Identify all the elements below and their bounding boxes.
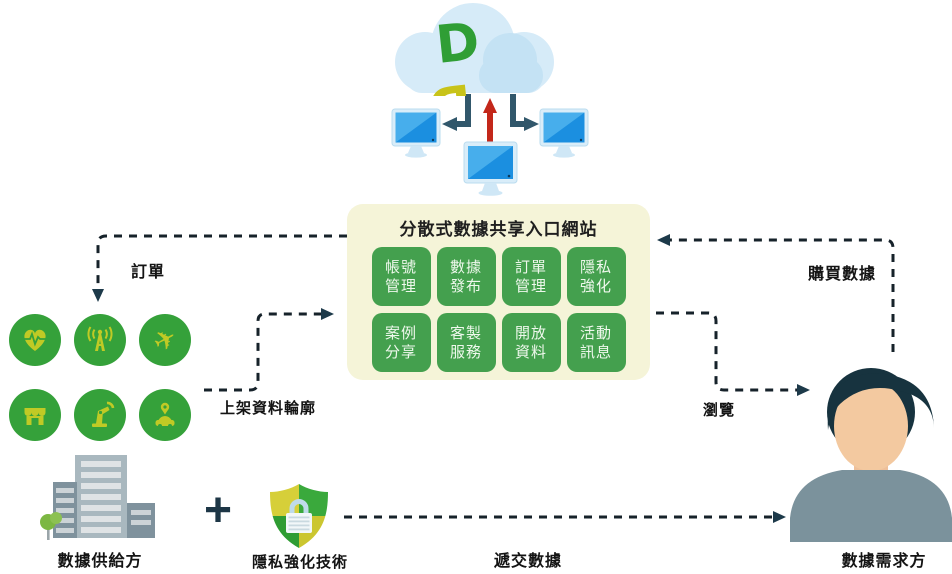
- tree-icon: [40, 512, 62, 540]
- privacy-shield-lock-icon: [270, 484, 328, 548]
- sector-manufacturing: [74, 389, 126, 441]
- label-purchase-data: 購買數據: [807, 266, 877, 283]
- label-data-provider: 數據供給方: [57, 553, 143, 570]
- label-submit-data: 遞交數據: [493, 553, 563, 570]
- tile-data-publishing: 數據 發布: [436, 247, 496, 306]
- svg-text:D: D: [425, 71, 474, 96]
- tile-open-data: 開放 資料: [501, 313, 561, 372]
- arrow-browse-portal-to-consumer: [656, 311, 810, 396]
- tile-activity-news: 活動 訊息: [566, 313, 626, 372]
- label-data-consumer: 數據需求方: [841, 553, 927, 570]
- label-listing-profile: 上架資料輪廓: [219, 400, 317, 417]
- manufacturing-robot-arm-icon: [92, 401, 115, 427]
- tile-custom-services: 客製 服務: [436, 313, 496, 372]
- monitor-cluster: [391, 108, 589, 196]
- arrow-purchase-consumer-to-portal: [657, 234, 895, 352]
- label-order: 訂單: [130, 264, 166, 281]
- portal-panel: 分散式數據共享入口網站 帳號 管理 數據 發布 訂單 管理 隱私 強化 案例 分…: [347, 204, 650, 380]
- user-avatar-icon: [790, 368, 952, 542]
- green-yellow-dd-logo: D D: [425, 12, 482, 96]
- cloud-platform-icon: D D: [395, 3, 554, 96]
- computer-monitor-icon: [463, 141, 518, 196]
- computer-monitor-icon: [391, 108, 441, 158]
- sector-aviation: ✈: [139, 314, 191, 366]
- arrow-cloud-to-right-monitor: [510, 94, 539, 131]
- label-privacy-tech: 隱私強化技術: [251, 554, 349, 571]
- sector-retail: [9, 389, 61, 441]
- lock-icon: [286, 499, 312, 533]
- arrow-listing-providers-to-portal: [204, 308, 334, 392]
- sector-health: [9, 314, 61, 366]
- tile-account-management: 帳號 管理: [371, 247, 431, 306]
- portal-title: 分散式數據共享入口網站: [399, 220, 598, 239]
- office-buildings-icon: [40, 455, 155, 540]
- transport-car-location-icon: [155, 402, 175, 428]
- arrow-cloud-to-left-monitor: [442, 94, 471, 131]
- aviation-plane-icon: ✈: [147, 321, 182, 359]
- tile-privacy-enhancement: 隱私 強化: [566, 247, 626, 306]
- sector-telecom: [74, 314, 126, 366]
- telecom-antenna-icon: [87, 326, 113, 351]
- arrow-order-portal-to-providers: [92, 234, 347, 302]
- tile-case-sharing: 案例 分享: [371, 313, 431, 372]
- plus-sign: +: [203, 484, 233, 537]
- svg-text:D: D: [433, 12, 482, 76]
- tile-order-management: 訂單 管理: [501, 247, 561, 306]
- computer-monitor-icon: [539, 108, 589, 158]
- sector-transport: [139, 389, 191, 441]
- label-browse: 瀏覽: [702, 402, 736, 419]
- health-heart-pulse-icon: [24, 329, 46, 351]
- retail-store-icon: [24, 408, 46, 425]
- portal-tile-grid: 帳號 管理 數據 發布 訂單 管理 隱私 強化 案例 分享 客製 服務: [347, 247, 650, 372]
